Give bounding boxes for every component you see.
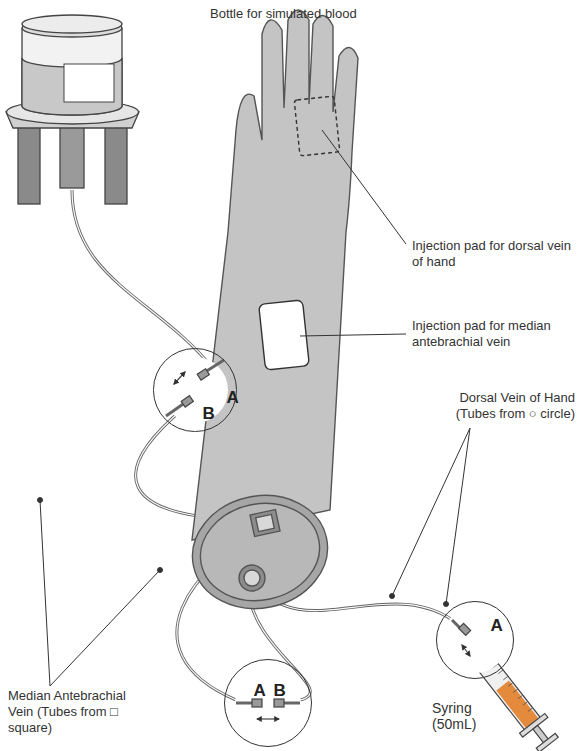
label-text: Injection pad for median antebrachial ve… [412, 318, 577, 350]
label-text: Syring (50mL) [432, 700, 494, 732]
label-text: Injection pad for dorsal vein of hand [412, 238, 572, 270]
label-text: Dorsal Vein of Hand (Tubes from ○ circle… [425, 390, 575, 422]
connector-letter: A [490, 617, 502, 635]
magnifier-circle: A [436, 601, 514, 679]
connector-letter: B [273, 682, 285, 700]
label-text: Bottle for simulated blood [210, 6, 410, 22]
bottle [22, 15, 122, 115]
leader-lines [38, 130, 471, 686]
connector-letter: A [253, 682, 265, 700]
magnifier-circle: AB [224, 659, 312, 747]
connector-letter: A [226, 389, 238, 407]
arm [182, 10, 358, 621]
label-text: Median Antebrachial Vein (Tubes from □ s… [8, 688, 143, 736]
connector-letter: B [202, 405, 214, 423]
magnifier-circle: AB [153, 348, 236, 431]
